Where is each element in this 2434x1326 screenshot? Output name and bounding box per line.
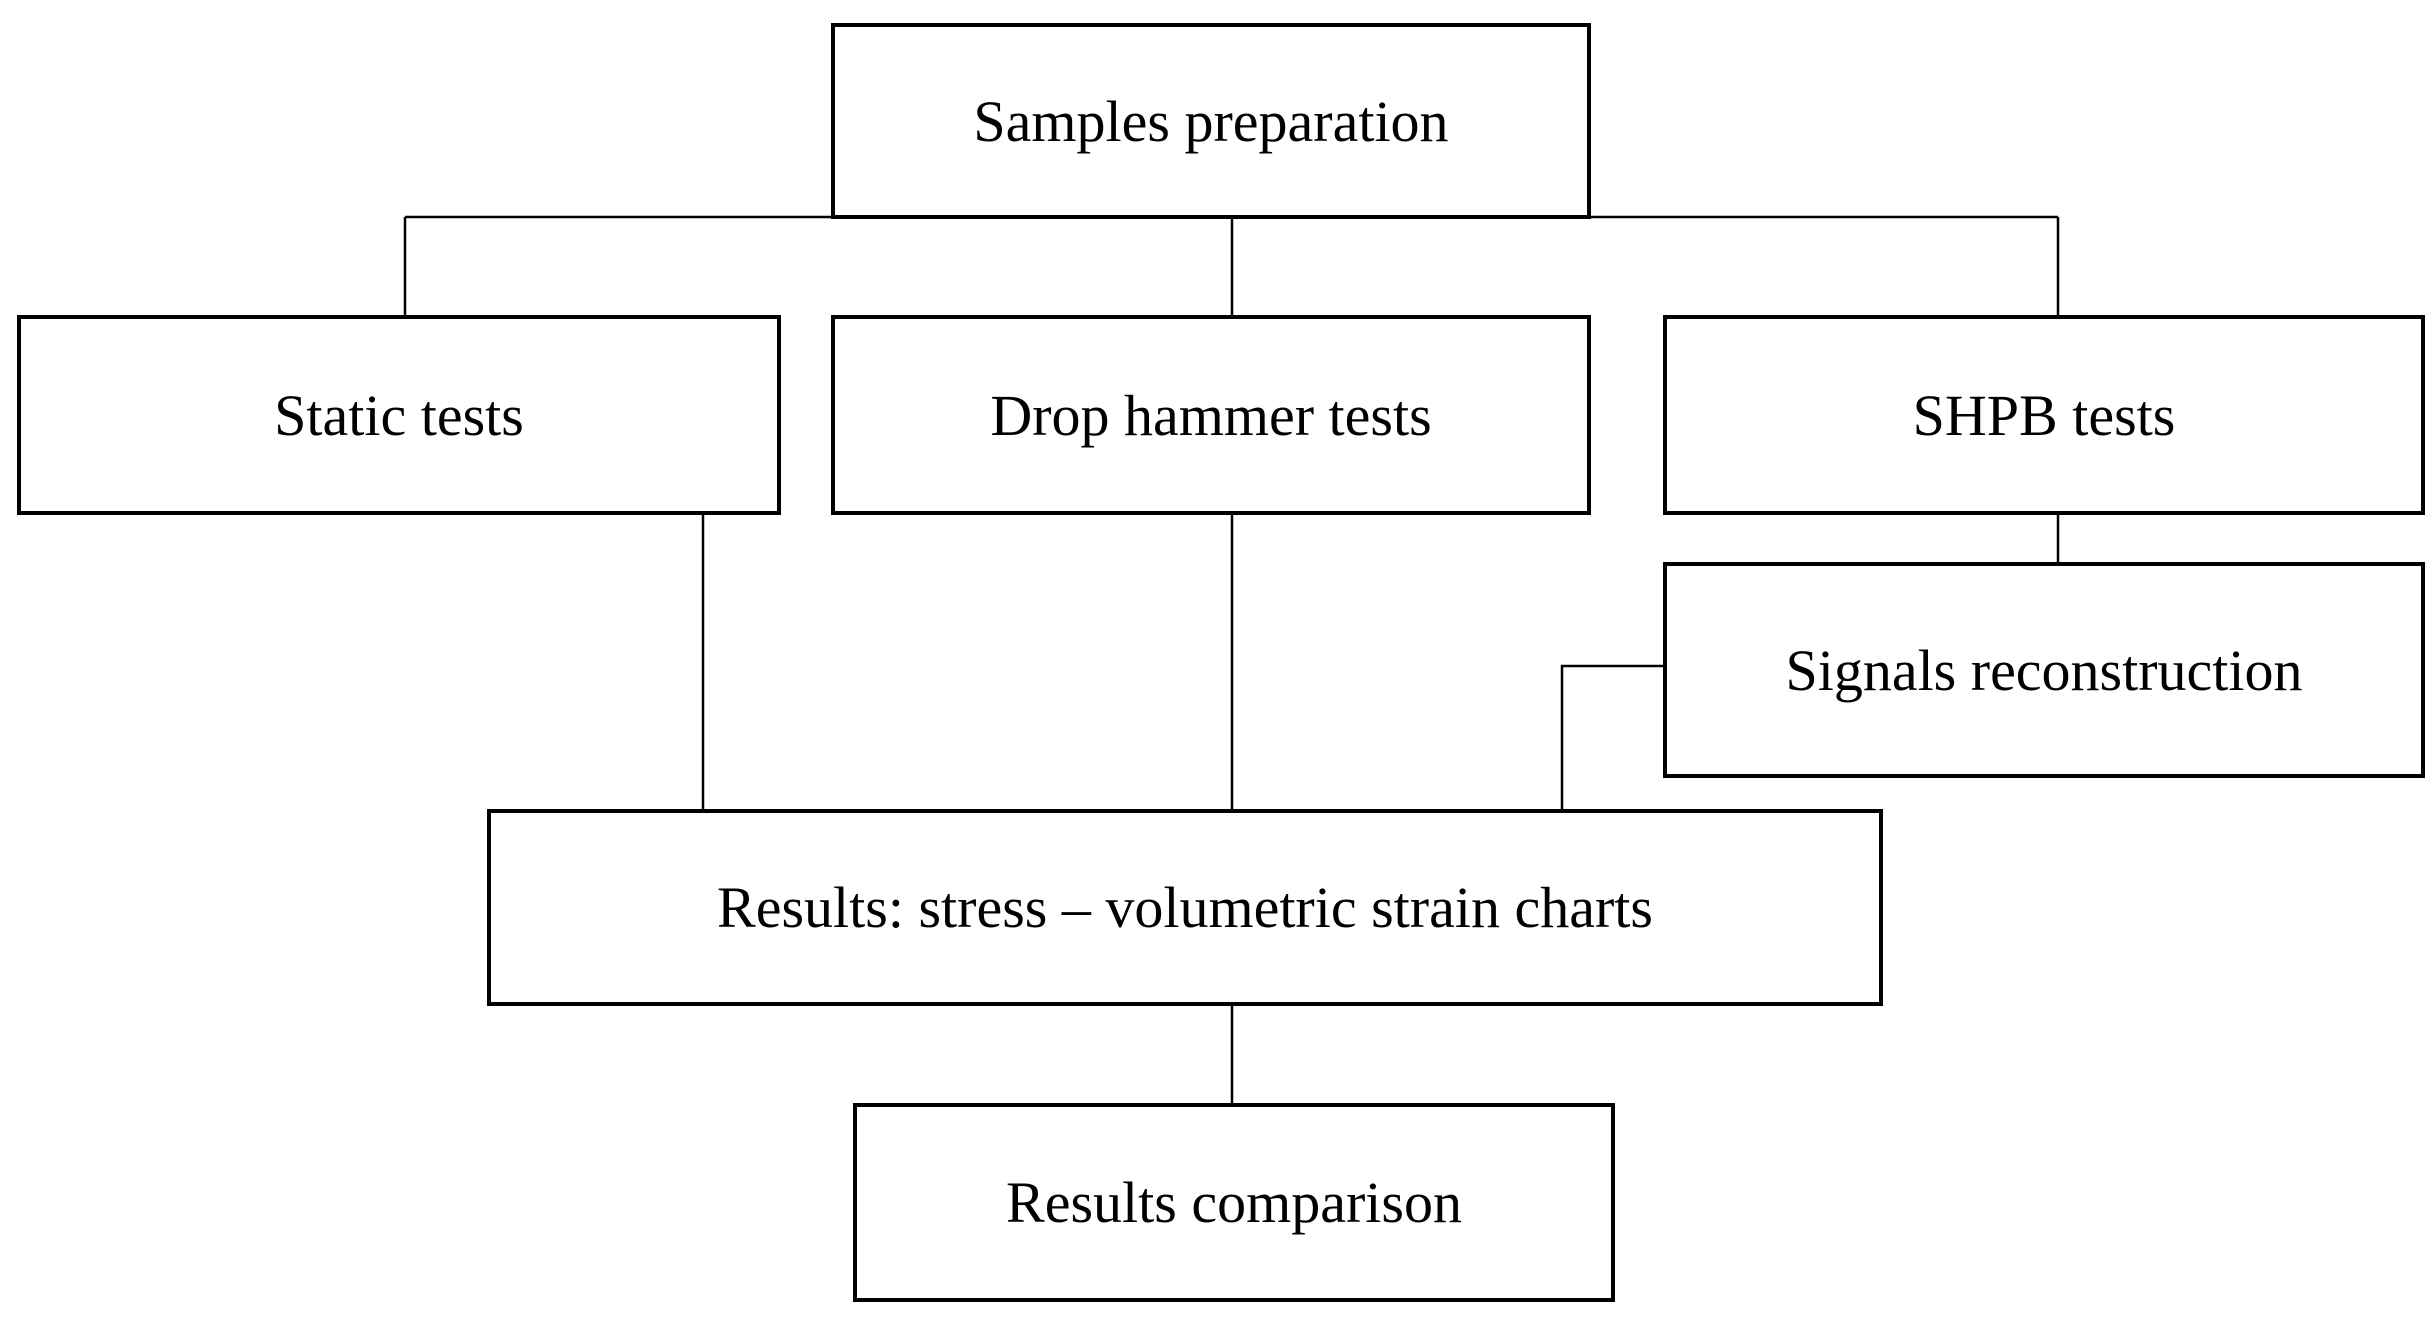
node-label: Signals reconstruction: [1785, 637, 2303, 703]
node-label: Drop hammer tests: [990, 382, 1432, 448]
node-static-tests: Static tests: [17, 315, 781, 515]
node-results-comparison: Results comparison: [853, 1103, 1615, 1302]
node-results-charts: Results: stress – volumetric strain char…: [487, 809, 1883, 1006]
node-label: SHPB tests: [1912, 382, 2176, 448]
node-label: Results: stress – volumetric strain char…: [717, 875, 1653, 940]
node-shpb-tests: SHPB tests: [1663, 315, 2425, 515]
node-drop-hammer-tests: Drop hammer tests: [831, 315, 1591, 515]
node-label: Results comparison: [1006, 1170, 1462, 1235]
node-signals-reconstruction: Signals reconstruction: [1663, 562, 2425, 778]
connector-signals-to-results: [1560, 664, 1663, 809]
node-samples-preparation: Samples preparation: [831, 23, 1591, 219]
node-label: Static tests: [274, 382, 524, 448]
node-label: Samples preparation: [973, 88, 1449, 154]
